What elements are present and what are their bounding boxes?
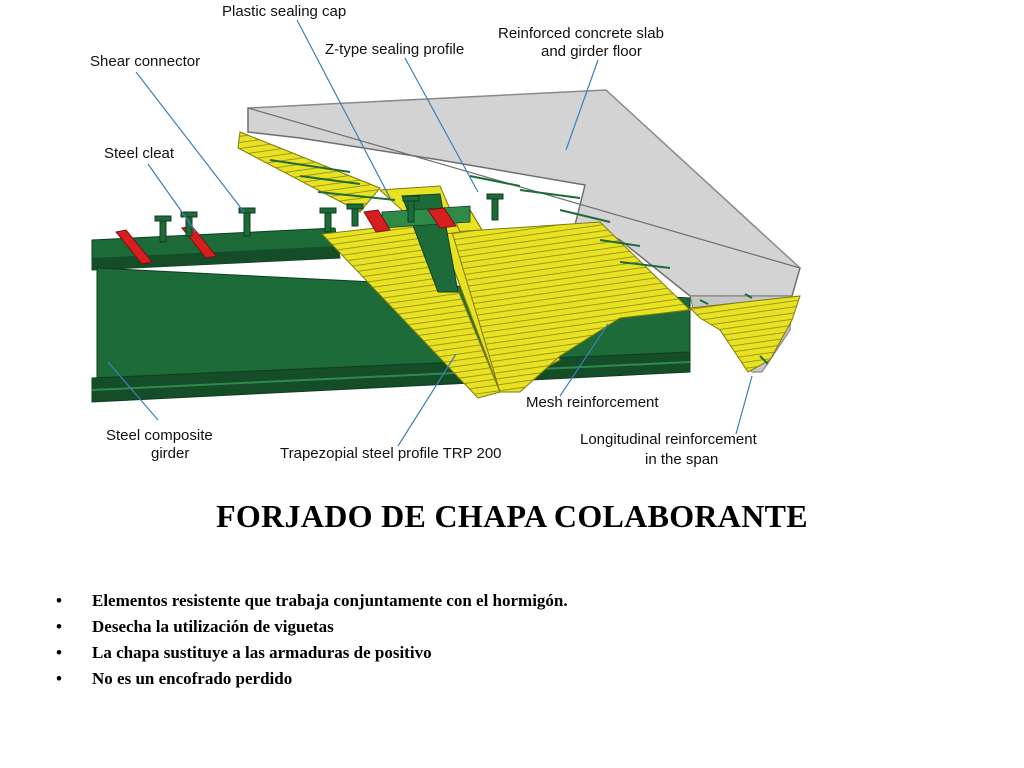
label-mesh-reinforcement: Mesh reinforcement xyxy=(526,394,659,411)
bullet-text: No es un encofrado perdido xyxy=(92,669,293,688)
mesh-reinforcement xyxy=(269,159,769,365)
bullet-glyph: • xyxy=(56,669,62,688)
bullet-glyph: • xyxy=(56,643,62,662)
bullet-text: Desecha la utilización de viguetas xyxy=(92,617,334,636)
bullet-item: • La chapa sustituye a las armaduras de p… xyxy=(52,640,568,666)
label-trapezoidal-profile: Trapezopial steel profile TRP 200 xyxy=(280,445,502,462)
label-slab-line1: Reinforced concrete slab xyxy=(498,25,664,42)
bullet-item: • Desecha la utilización de viguetas xyxy=(52,614,568,640)
bullet-text: La chapa sustituye a las armaduras de po… xyxy=(92,643,432,662)
steel-cleats xyxy=(115,207,457,265)
label-shear-connector: Shear connector xyxy=(90,53,200,70)
callout-labels: Plastic sealing cap Z-type sealing profi… xyxy=(90,3,758,468)
bullet-item: • No es un encofrado perdido xyxy=(52,666,568,692)
label-girder-line1: Steel composite xyxy=(106,427,213,444)
label-slab-line2: and girder floor xyxy=(541,43,642,60)
bullet-list: • Elementos resistente que trabaja conjun… xyxy=(52,588,568,692)
label-steel-cleat: Steel cleat xyxy=(104,145,175,162)
bullet-text: Elementos resistente que trabaja conjunt… xyxy=(92,591,568,610)
bullet-glyph: • xyxy=(56,591,62,610)
slide-title: FORJADO DE CHAPA COLABORANTE xyxy=(216,498,808,534)
label-plastic-sealing-cap: Plastic sealing cap xyxy=(222,3,346,20)
leader-lines xyxy=(107,19,753,447)
bullet-item: • Elementos resistente que trabaja conjun… xyxy=(52,588,568,614)
label-girder-line2: girder xyxy=(151,445,189,462)
composite-slab-diagram: Plastic sealing cap Z-type sealing profi… xyxy=(90,3,801,468)
label-z-type-sealing-profile: Z-type sealing profile xyxy=(325,41,464,58)
label-longitudinal-line1: Longitudinal reinforcement xyxy=(580,431,758,448)
bullet-glyph: • xyxy=(56,617,62,636)
label-longitudinal-line2: in the span xyxy=(645,451,718,468)
